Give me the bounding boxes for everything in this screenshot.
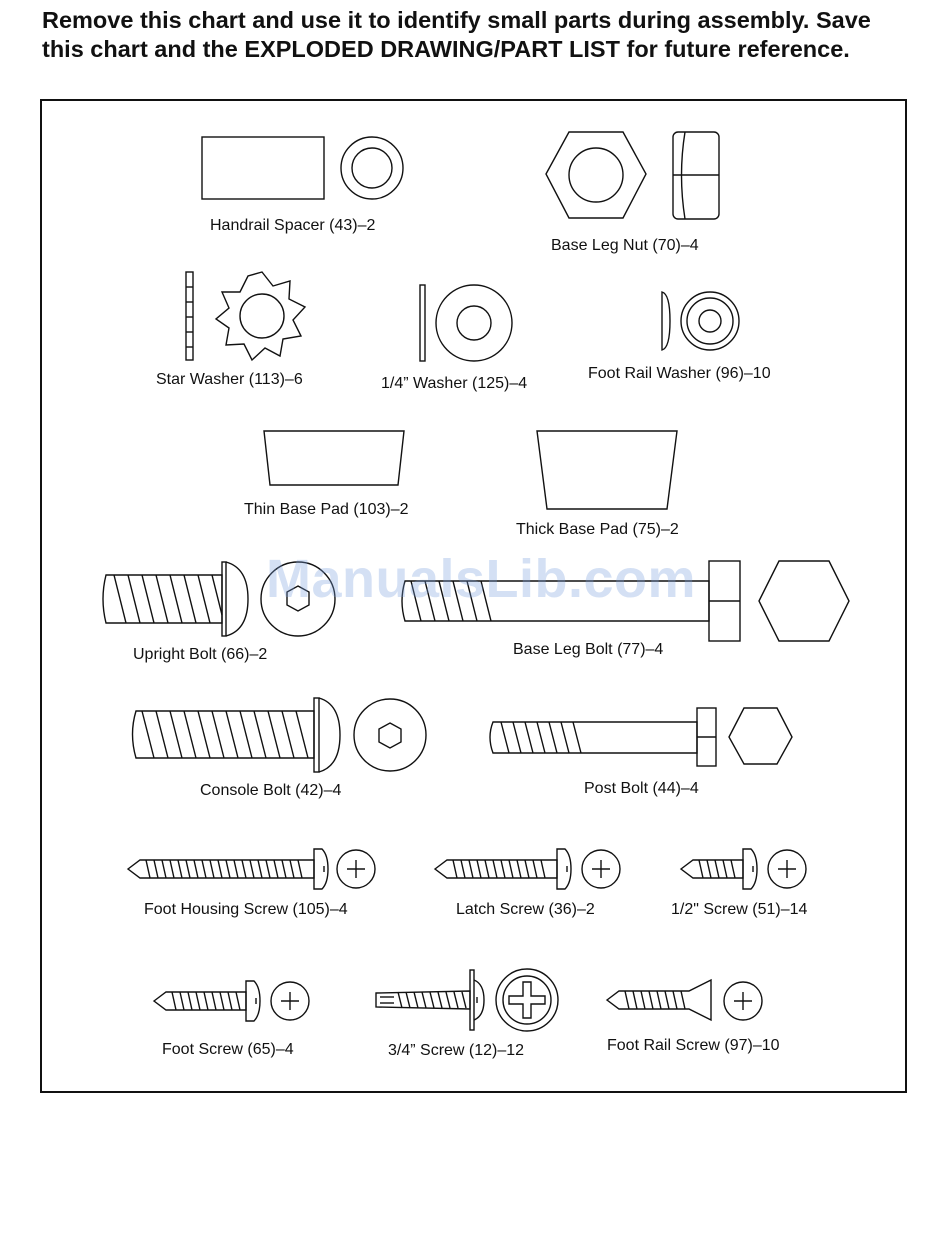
instructions-line-1: Remove this chart and use it to identify…	[42, 7, 871, 33]
foot-screw-label: Foot Screw (65)–4	[162, 1041, 294, 1058]
half-inch-screw-label: 1/2" Screw (51)–14	[671, 901, 808, 918]
foot-rail-screw-label: Foot Rail Screw (97)–10	[607, 1037, 780, 1054]
instructions-line-2: this chart and the EXPLODED DRAWING/PART…	[42, 36, 850, 62]
upright-bolt-label: Upright Bolt (66)–2	[133, 646, 268, 663]
base-leg-bolt-label: Base Leg Bolt (77)–4	[513, 641, 664, 658]
quarter-washer-label: 1/4” Washer (125)–4	[381, 375, 528, 392]
foot-housing-screw-label: Foot Housing Screw (105)–4	[144, 901, 348, 918]
handrail-spacer-label: Handrail Spacer (43)–2	[210, 217, 376, 234]
watermark: ManualsLib.com	[266, 549, 697, 609]
post-bolt-label: Post Bolt (44)–4	[584, 780, 699, 797]
foot-rail-washer-label: Foot Rail Washer (96)–10	[588, 365, 771, 382]
console-bolt-label: Console Bolt (42)–4	[200, 782, 342, 799]
thick-base-pad-label: Thick Base Pad (75)–2	[516, 521, 679, 538]
star-washer-label: Star Washer (113)–6	[156, 371, 303, 388]
parts-identification-chart	[40, 99, 907, 1093]
base-leg-nut-label: Base Leg Nut (70)–4	[551, 237, 699, 254]
latch-screw-label: Latch Screw (36)–2	[456, 901, 595, 918]
instructions-heading: Remove this chart and use it to identify…	[42, 6, 922, 64]
thin-base-pad-label: Thin Base Pad (103)–2	[244, 501, 409, 518]
three-quarter-screw-label: 3/4” Screw (12)–12	[388, 1042, 525, 1059]
